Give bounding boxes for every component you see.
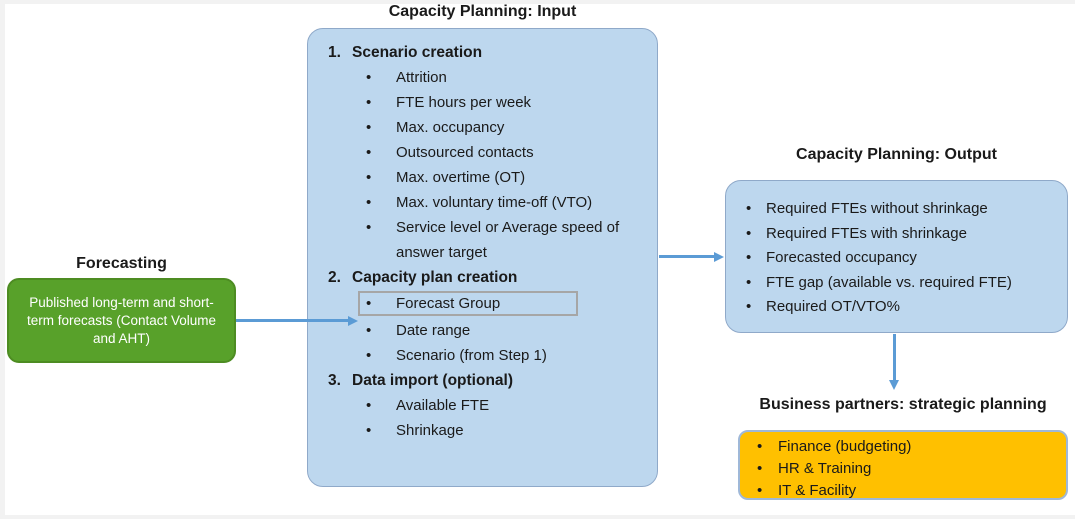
forecasting-box: Published long-term and short-term forec… [7,278,236,363]
list-item: Finance (budgeting) [752,436,1056,458]
section-heading-label: Scenario creation [352,44,483,61]
arrow-output-to-partners-line [893,334,896,381]
section-number: 3. [328,372,341,389]
input-section-scenario-creation: 1. Scenario creation AttritionFTE hours … [322,40,643,265]
list-item: Forecast Group [358,291,578,316]
arrow-input-to-output-head-icon [714,252,724,262]
list-item: Max. voluntary time-off (VTO) [360,190,643,215]
list-item: Outsourced contacts [360,140,643,165]
output-box: Required FTEs without shrinkageRequired … [725,180,1068,333]
list-item: Max. occupancy [360,115,643,140]
list-item: Required FTEs without shrinkage [742,197,1057,222]
input-box: 1. Scenario creation AttritionFTE hours … [307,28,658,487]
section-number: 1. [328,44,341,61]
capacity-plan-creation-list: Forecast GroupDate rangeScenario (from S… [322,291,643,368]
list-item: Scenario (from Step 1) [360,343,643,368]
output-list: Required FTEs without shrinkageRequired … [740,197,1057,320]
list-item: IT & Facility [752,480,1056,502]
scenario-creation-list: AttritionFTE hours per weekMax. occupanc… [322,65,643,265]
input-title: Capacity Planning: Input [388,3,577,20]
section-heading: 2. Capacity plan creation [322,265,643,290]
list-item: FTE gap (available vs. required FTE) [742,271,1057,296]
list-item: Required FTEs with shrinkage [742,222,1057,247]
data-import-list: Available FTEShrinkage [322,393,643,443]
arrow-output-to-partners-head-icon [889,380,899,390]
business-partners-box: Finance (budgeting)HR & TrainingIT & Fac… [738,430,1068,502]
arrow-forecasting-to-input-head-icon [348,316,358,326]
section-heading: 3. Data import (optional) [322,368,643,393]
business-partners-title: Business partners: strategic planning [759,396,1047,413]
section-number: 2. [328,269,341,286]
business-partners-list: Finance (budgeting)HR & TrainingIT & Fac… [752,436,1056,502]
arrow-input-to-output-line [659,255,715,258]
arrow-forecasting-to-input-line [236,319,349,322]
forecasting-title: Forecasting [76,255,167,272]
list-item: Date range [360,318,643,343]
input-section-capacity-plan-creation: 2. Capacity plan creation Forecast Group… [322,265,643,368]
list-item: Shrinkage [360,418,643,443]
section-heading-label: Capacity plan creation [352,269,518,286]
output-title: Capacity Planning: Output [796,146,997,163]
list-item: Required OT/VTO% [742,295,1057,320]
list-item: Service level or Average speed of answer… [360,215,643,265]
section-heading: 1. Scenario creation [322,40,643,65]
list-item: Available FTE [360,393,643,418]
list-item: Forecasted occupancy [742,246,1057,271]
forecasting-box-text: Published long-term and short-term forec… [26,294,217,346]
list-item: FTE hours per week [360,90,643,115]
list-item: HR & Training [752,458,1056,480]
section-heading-label: Data import (optional) [352,372,514,389]
list-item: Max. overtime (OT) [360,165,643,190]
list-item: Attrition [360,65,643,90]
input-section-data-import: 3. Data import (optional) Available FTES… [322,368,643,443]
